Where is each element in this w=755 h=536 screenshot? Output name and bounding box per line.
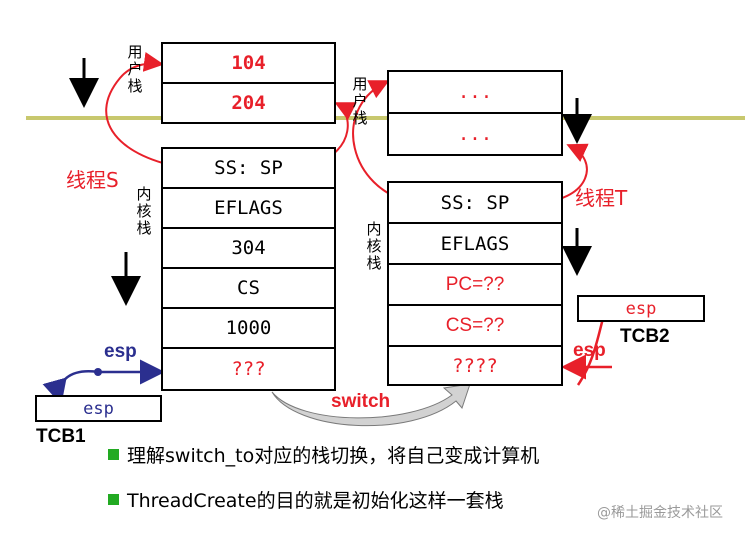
tcb1-label: TCB1 [36, 426, 86, 447]
s-kernel-stack-cell: SS: SP [161, 147, 336, 189]
s-kernel-stack-cell: 1000 [161, 307, 336, 349]
bullet-marker [108, 494, 119, 505]
bullet-text: 理解switch_to对应的栈切换，将自己变成计算机 [127, 445, 540, 467]
thread-s-sssp-arrow [105, 51, 187, 169]
bullet-item: 理解switch_to对应的栈切换，将自己变成计算机 [108, 441, 539, 468]
s-kernel-stack-label: 内核栈 [136, 185, 152, 237]
s-kernel-stack-cell: CS [161, 267, 336, 309]
t-user-stack-cell: ... [387, 112, 563, 156]
watermark: @稀土掘金技术社区 [597, 505, 723, 521]
bullet-text: ThreadCreate的目的就是初始化这样一套栈 [127, 490, 504, 512]
s-user-stack-cell: 104 [161, 42, 336, 84]
t-user-stack-label: 用户栈 [352, 75, 368, 127]
t-user-stack-cell: ... [387, 70, 563, 114]
t-kernel-stack-cell: ???? [387, 345, 563, 386]
s-kernel-stack-cell: 304 [161, 227, 336, 269]
bullet-item: ThreadCreate的目的就是初始化这样一套栈 [108, 486, 504, 513]
tcb2-label: TCB2 [620, 326, 670, 347]
s-kernel-stack-cell: EFLAGS [161, 187, 336, 229]
s-kernel-stack-cell: ??? [161, 347, 336, 391]
esp-label-s: esp [104, 341, 137, 362]
t-kernel-stack-label: 内核栈 [366, 220, 382, 272]
bullet-marker [108, 449, 119, 460]
t-kernel-stack-cell: PC=?? [387, 263, 563, 306]
switch-label: switch [331, 391, 391, 412]
t-kernel-stack-cell: EFLAGS [387, 222, 563, 265]
tcb2-esp-field: esp [577, 295, 705, 322]
tcb1-esp-field: esp [35, 395, 162, 422]
esp-label-t: esp [573, 340, 606, 361]
t-kernel-stack-cell: CS=?? [387, 304, 563, 347]
thread-t-label: 线程T [575, 186, 628, 210]
thread-s-label: 线程S [66, 168, 119, 192]
s-user-stack-cell: 204 [161, 82, 336, 124]
t-kernel-stack-cell: SS: SP [387, 181, 563, 224]
s-user-stack-label: 用户栈 [127, 43, 143, 95]
